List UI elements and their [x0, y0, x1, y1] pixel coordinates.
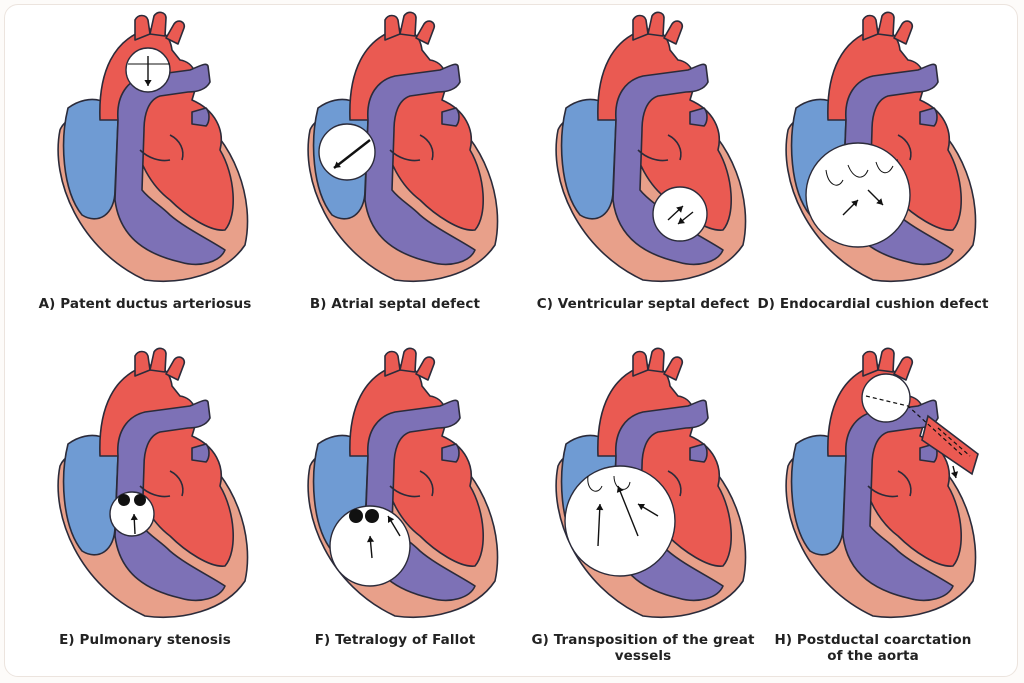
panel-patent-ductus-arteriosus: A) Patent ductus arteriosus [20, 0, 270, 330]
panel-caption: H) Postductal coarctation of the aorta [774, 632, 972, 664]
panel-caption: G) Transposition of the great vessels [531, 632, 755, 664]
heart-illustration [785, 347, 979, 619]
heart-illustration [555, 347, 747, 619]
heart-illustration [307, 11, 499, 283]
heart-illustration [57, 347, 249, 619]
panel-ventricular-septal-defect: C) Ventricular septal defect [518, 0, 768, 330]
panel-transposition-great-vessels: G) Transposition of the great vessels [518, 336, 768, 666]
heart-illustration [555, 11, 747, 283]
heart-illustration [307, 347, 499, 619]
panel-caption: F) Tetralogy of Fallot [314, 632, 476, 648]
panel-caption: B) Atrial septal defect [309, 296, 481, 312]
panel-caption: D) Endocardial cushion defect [757, 296, 989, 312]
panel-tetralogy-of-fallot: F) Tetralogy of Fallot [270, 336, 520, 666]
panel-postductal-coarctation: H) Postductal coarctation of the aorta [748, 336, 998, 666]
panel-pulmonary-stenosis: E) Pulmonary stenosis [20, 336, 270, 666]
heart-illustration [785, 11, 977, 283]
panel-caption: C) Ventricular septal defect [536, 296, 750, 312]
panel-caption: E) Pulmonary stenosis [59, 632, 231, 648]
heart-illustration [57, 11, 249, 283]
panel-caption: A) Patent ductus arteriosus [38, 296, 252, 312]
panel-atrial-septal-defect: B) Atrial septal defect [270, 0, 520, 330]
panel-endocardial-cushion-defect: D) Endocardial cushion defect [748, 0, 998, 330]
